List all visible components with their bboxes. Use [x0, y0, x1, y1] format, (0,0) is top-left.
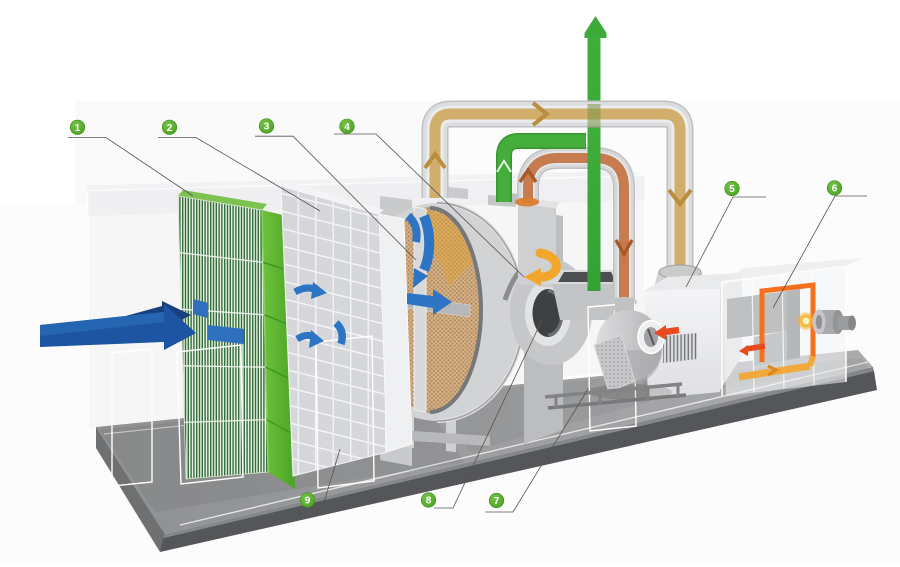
svg-text:8: 8 — [426, 496, 432, 507]
svg-text:3: 3 — [264, 122, 270, 133]
svg-text:7: 7 — [494, 496, 500, 507]
svg-text:1: 1 — [75, 123, 81, 134]
svg-text:9: 9 — [305, 496, 311, 507]
svg-text:4: 4 — [344, 122, 350, 133]
svg-text:5: 5 — [729, 184, 735, 195]
svg-text:6: 6 — [832, 184, 838, 195]
svg-text:2: 2 — [167, 123, 173, 134]
